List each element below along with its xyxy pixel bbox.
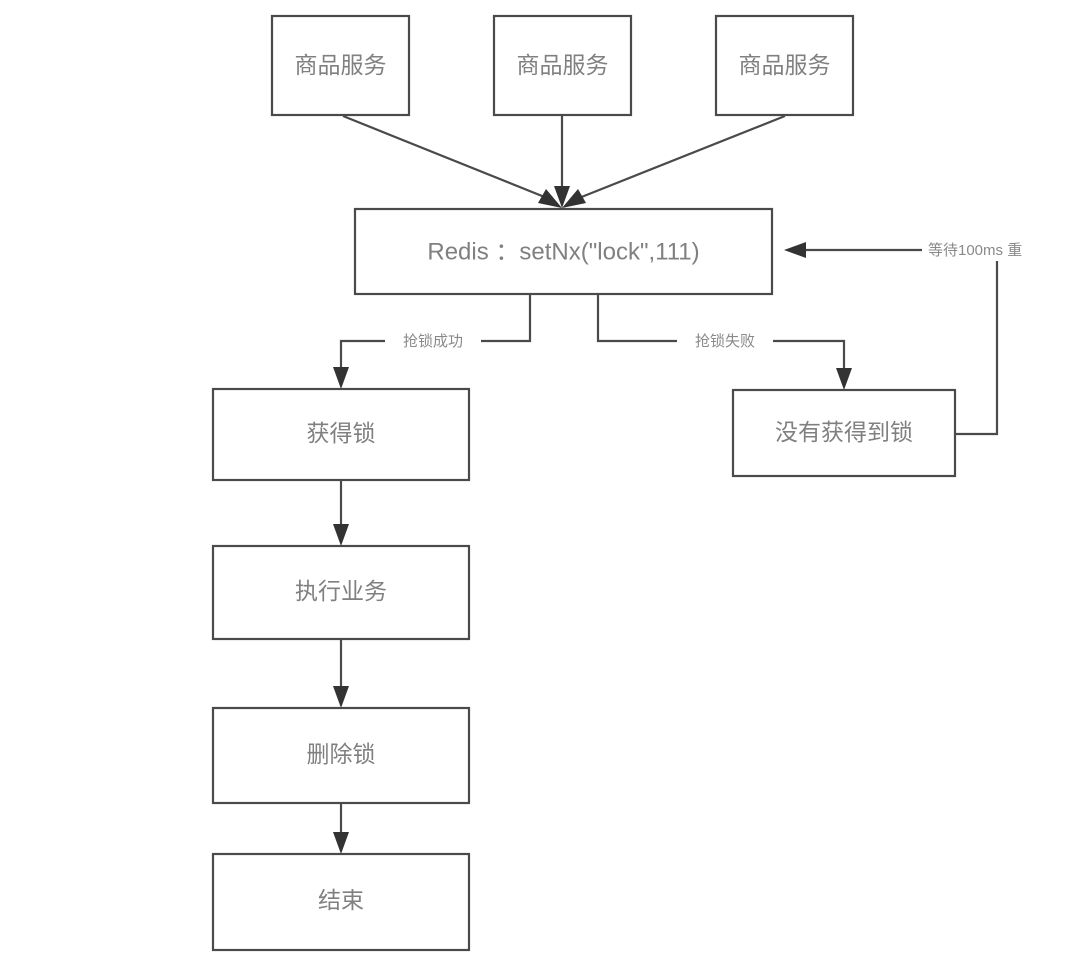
node-no-lock-label: 没有获得到锁 [775, 419, 913, 445]
node-service-1[interactable]: 商品服务 [270, 14, 411, 117]
node-service-3[interactable]: 商品服务 [714, 14, 855, 117]
node-run-business[interactable]: 执行业务 [211, 544, 471, 641]
node-redis-label: Redis ：setNx("lock",111) [427, 238, 699, 265]
edge-nolock-retry-to-redis: 等待100ms 重 [784, 239, 1070, 436]
node-got-lock[interactable]: 获得锁 [211, 387, 471, 482]
node-run-business-label: 执行业务 [295, 578, 387, 604]
edge-redis-to-nolock: 抢锁失败 [596, 294, 852, 390]
node-service-2-label: 商品服务 [517, 52, 609, 78]
edge-label-retry-wait: 等待100ms 重 [928, 241, 1022, 259]
node-delete-lock-label: 删除锁 [307, 741, 376, 767]
edge-service1-to-redis [342, 114, 562, 208]
node-got-lock-label: 获得锁 [307, 420, 376, 446]
edge-service2-to-redis [554, 116, 570, 208]
node-service-3-label: 商品服务 [739, 52, 831, 78]
node-no-lock[interactable]: 没有获得到锁 [731, 388, 957, 478]
node-end[interactable]: 结束 [211, 852, 471, 952]
node-delete-lock[interactable]: 删除锁 [211, 706, 471, 805]
node-redis[interactable]: Redis ：setNx("lock",111) [353, 207, 774, 296]
edge-label-lock-success: 抢锁成功 [403, 332, 463, 350]
edge-deletelock-to-end [333, 803, 349, 854]
node-end-label: 结束 [318, 887, 364, 913]
node-service-2[interactable]: 商品服务 [492, 14, 633, 117]
edge-label-lock-failed: 抢锁失败 [695, 332, 755, 350]
edge-runbusiness-to-deletelock [333, 639, 349, 708]
edge-redis-to-gotlock: 抢锁成功 [333, 294, 532, 389]
node-service-1-label: 商品服务 [295, 52, 387, 78]
edge-service3-to-redis [562, 114, 786, 208]
edge-gotlock-to-runbusiness [333, 480, 349, 546]
